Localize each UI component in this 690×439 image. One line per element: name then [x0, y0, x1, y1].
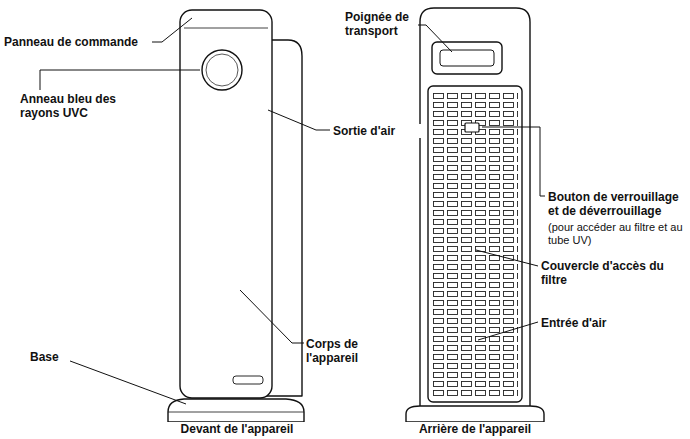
uvc-ring	[202, 50, 242, 90]
part-label: Panneau de commande	[4, 35, 152, 49]
carry-handle	[432, 42, 502, 74]
part-label: Base	[30, 350, 70, 364]
unit-body	[180, 10, 272, 398]
part-label: Corps de l'appareil	[306, 337, 396, 366]
part-label: Anneau bleu des rayons UVC	[20, 92, 120, 121]
leader-lines	[40, 18, 545, 404]
part-label: Sortie d'air	[333, 124, 423, 138]
part-label: Entrée d'air	[541, 316, 661, 330]
part-label: Bouton de verrouillage et de déverrouill…	[548, 190, 686, 219]
unit-base	[168, 399, 304, 422]
filter-cover	[428, 86, 522, 402]
lock-button	[465, 123, 479, 132]
back-housing	[420, 8, 530, 408]
view-caption: Devant de l'appareil	[162, 422, 312, 436]
back-base	[406, 406, 544, 422]
part-note: (pour accéder au filtre et au tube UV)	[548, 221, 686, 247]
part-label: Poignée de transport	[345, 10, 417, 39]
view-caption: Arrière de l'appareil	[400, 422, 550, 436]
part-label: Couvercle d'accès du filtre	[541, 259, 671, 288]
